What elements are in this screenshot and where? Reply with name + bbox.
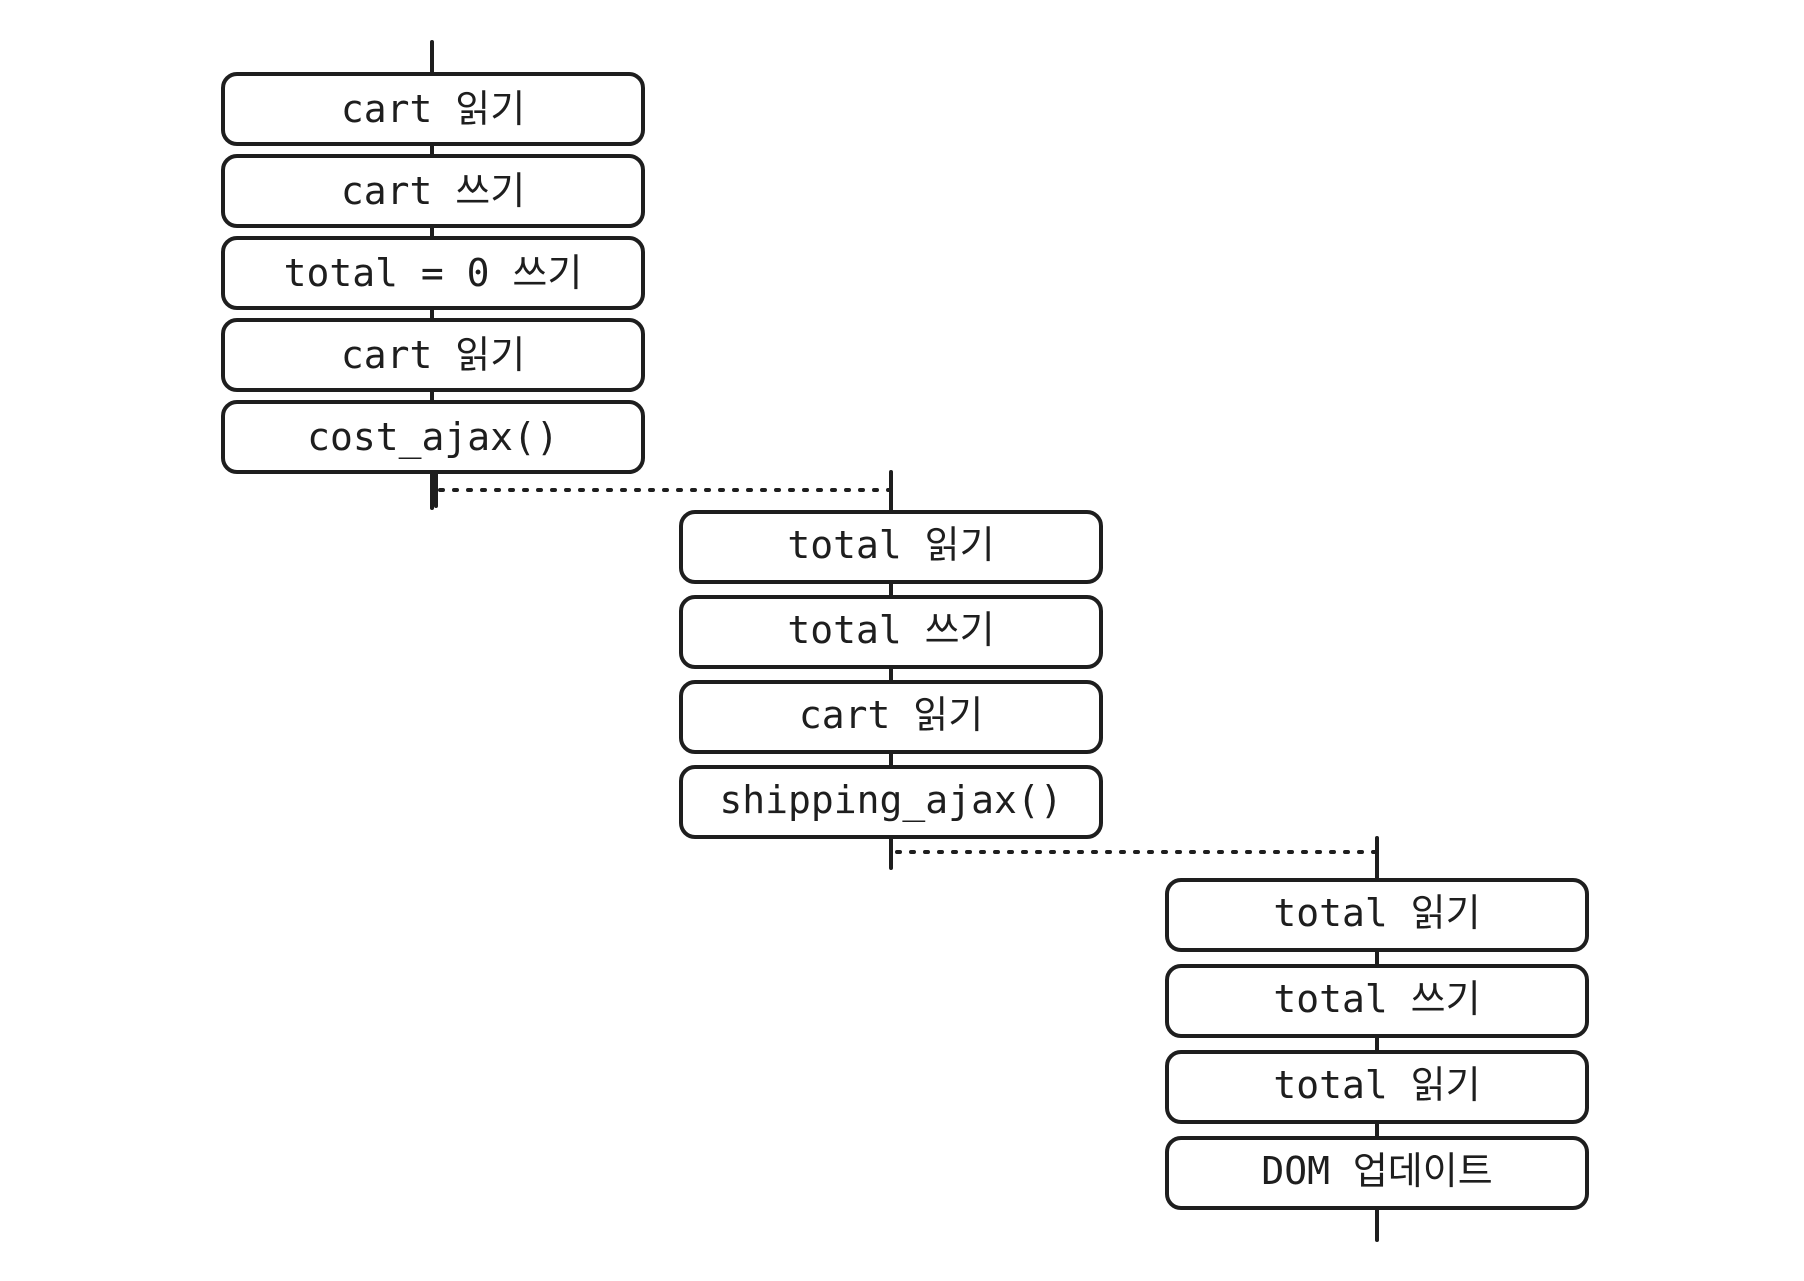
step-label: total 쓰기 [787, 608, 994, 652]
step-box [679, 595, 1103, 669]
step-label: cart 읽기 [341, 333, 525, 377]
step-box [221, 72, 645, 146]
step-box [221, 400, 645, 474]
step-box [1165, 878, 1589, 952]
step-box [221, 236, 645, 310]
step-label: cost_ajax() [307, 415, 559, 460]
step-label: total 읽기 [1273, 1063, 1480, 1107]
step-label: total = 0 쓰기 [284, 251, 583, 295]
step-box [679, 765, 1103, 839]
step-box [1165, 1050, 1589, 1124]
step-label: total 읽기 [1273, 891, 1480, 935]
step-label: total 쓰기 [1273, 977, 1480, 1021]
timeline-1 [221, 40, 645, 510]
step-box [1165, 1136, 1589, 1210]
step-box [221, 318, 645, 392]
timeline-2 [679, 470, 1103, 870]
step-label: cart 읽기 [799, 693, 983, 737]
step-label: shipping_ajax() [719, 778, 1062, 823]
step-box [679, 510, 1103, 584]
step-label: DOM 업데이트 [1261, 1149, 1492, 1193]
step-label: cart 읽기 [341, 87, 525, 131]
step-box [679, 680, 1103, 754]
step-label: total 읽기 [787, 523, 994, 567]
step-box [221, 154, 645, 228]
step-label: cart 쓰기 [341, 169, 525, 213]
timeline-3 [1165, 836, 1589, 1242]
step-box [1165, 964, 1589, 1038]
